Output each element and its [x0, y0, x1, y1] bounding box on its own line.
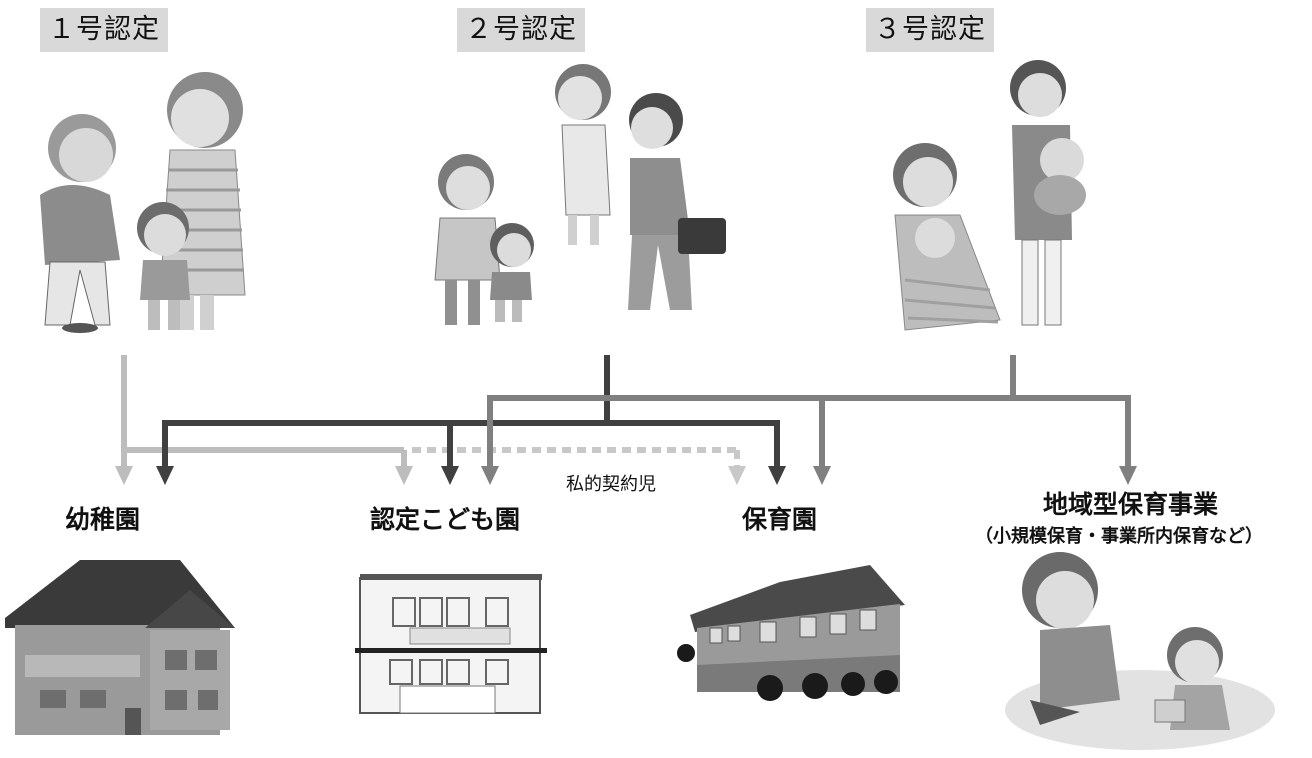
- route-lines-cert-3: [487, 355, 1131, 470]
- family-group-1-illustration: [40, 72, 246, 333]
- arrow-c3-community: [1119, 466, 1137, 485]
- family-group-2-illustration: [434, 64, 726, 325]
- family-group-3-illustration: [893, 60, 1086, 331]
- arrow-c2-nursery: [768, 466, 786, 485]
- route-lines-cert-2: [162, 355, 780, 470]
- cert-1-label: １号認定: [40, 8, 168, 52]
- private-contract-dashed-line: [412, 447, 740, 470]
- community-childcare-illustration: [1005, 552, 1275, 750]
- arrow-c2-kindergarten: [156, 466, 174, 485]
- community-childcare-label: 地域型保育事業: [1043, 490, 1219, 519]
- arrow-c1-kindergarten: [115, 466, 133, 485]
- nursery-label: 保育園: [742, 505, 818, 534]
- cert-2-label: ２号認定: [457, 8, 585, 52]
- arrow-c3-nursery: [813, 466, 831, 485]
- kodomoen-label: 認定こども園: [370, 505, 521, 534]
- kindergarten-label: 幼稚園: [65, 505, 141, 534]
- cert-3-label: ３号認定: [866, 8, 994, 52]
- private-contract-label: 私的契約児: [566, 474, 656, 495]
- arrow-private-nursery: [728, 466, 746, 485]
- arrow-c3-kodomoen: [481, 466, 499, 485]
- arrow-c2-kodomoen: [441, 466, 459, 485]
- community-childcare-sublabel: （小規模保育・事業所内保育など）: [975, 526, 1263, 547]
- kodomoen-building-illustration: [355, 574, 547, 714]
- arrow-c1-kodomoen: [395, 466, 413, 485]
- nursery-building-illustration: [677, 565, 905, 701]
- kindergarten-building-illustration: [5, 560, 235, 735]
